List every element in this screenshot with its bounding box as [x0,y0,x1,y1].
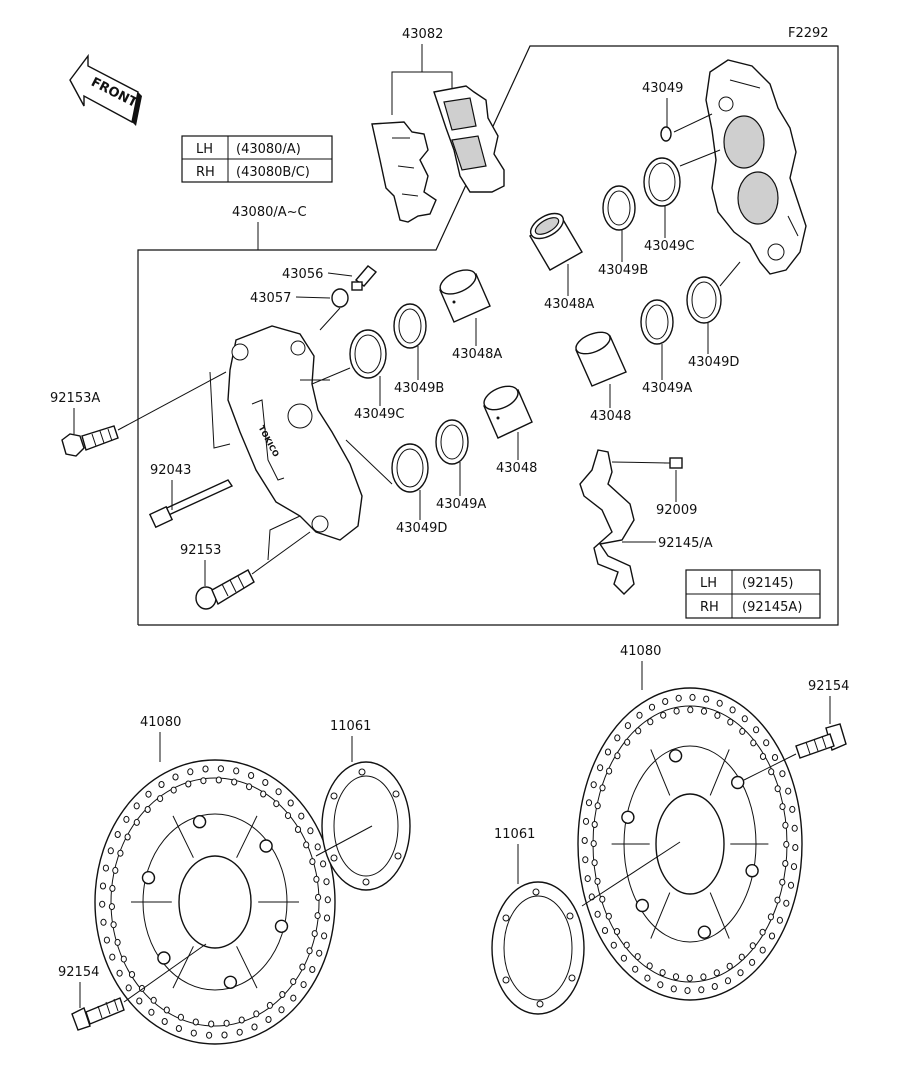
callout-43048a-right: 43048A [544,297,594,312]
callout-43056: 43056 [282,267,323,282]
callout-92145a: 92145/A [658,536,713,551]
callout-11061-left: 11061 [330,719,371,734]
brake-disc-left [94,759,336,1045]
callout-92154-left: 92154 [58,965,99,980]
caliper-table-side-rh: RH [196,165,215,180]
callout-43048-left: 43048 [496,461,537,476]
bleeder-valve-43056 [351,265,378,291]
bleeder-cap-43057 [331,288,349,308]
caliper-table-side-lh: LH [196,142,213,157]
callout-43049a-right: 43049A [642,381,692,396]
callout-11061-right: 11061 [494,827,535,842]
bracket-table-part-rh: (92145A) [742,600,802,615]
bracket-92145a [579,449,635,595]
pad-pin-92043 [148,479,234,529]
callout-92043: 92043 [150,463,191,478]
caliper-variant-table: LH (43080/A) RH (43080B/C) [181,135,333,183]
bracket-table-side-rh: RH [700,600,719,615]
disc-bolt-92154-right [795,723,847,759]
callout-43082: 43082 [402,27,443,42]
caliper-inner-half: TOKICO [227,325,363,541]
callout-92153: 92153 [180,543,221,558]
callout-43049a-left: 43049A [436,497,486,512]
caliper-table-part-lh: (43080/A) [236,142,301,157]
callout-43049d-left: 43049D [396,521,447,536]
caliper-assembly-outline [137,45,839,626]
callout-43049-top: 43049 [642,81,683,96]
piston-43048a-right [529,212,583,271]
gasket-11061-left [321,761,411,891]
bolt-92153a [61,425,119,457]
brake-disc-right [577,687,803,1001]
callout-43048a-left: 43048A [452,347,502,362]
brake-pad-set [371,85,505,223]
callout-43049b-right: 43049B [598,263,648,278]
callout-43048-right: 43048 [590,409,631,424]
bracket-table-part-lh: (92145) [742,576,794,591]
callout-41080-left: 41080 [140,715,181,730]
piston-43048a-left [439,269,491,323]
callout-43049d-right: 43049D [688,355,739,370]
small-washer [660,126,672,142]
disc-bolt-92154-left [71,997,125,1031]
seal-43049c-right [643,157,681,207]
caliper-outer-half [705,59,807,275]
piston-43048-right [575,331,627,387]
callout-43057: 43057 [250,291,291,306]
callout-92009: 92009 [656,503,697,518]
front-arrow-icon: FRONT [69,53,142,126]
callout-92154-right: 92154 [808,679,849,694]
bracket-table-side-lh: LH [700,576,717,591]
callout-43080ac: 43080/A~C [232,205,307,220]
seal-43049c-left [349,329,387,379]
bolt-92153 [195,569,255,610]
callout-43049c-left: 43049C [354,407,404,422]
seal-43049d-right [686,276,722,324]
bracket-variant-table: LH (92145) RH (92145A) [685,569,821,619]
callout-92153a: 92153A [50,391,100,406]
caliper-table-part-rh: (43080B/C) [236,165,310,180]
callout-41080-right: 41080 [620,644,661,659]
callout-43049b-left: 43049B [394,381,444,396]
callout-43049c-right: 43049C [644,239,694,254]
gasket-11061-right [491,881,585,1015]
seal-43049d-left [391,443,429,493]
piston-43048-left [483,385,533,439]
figure-code: F2292 [788,26,829,41]
